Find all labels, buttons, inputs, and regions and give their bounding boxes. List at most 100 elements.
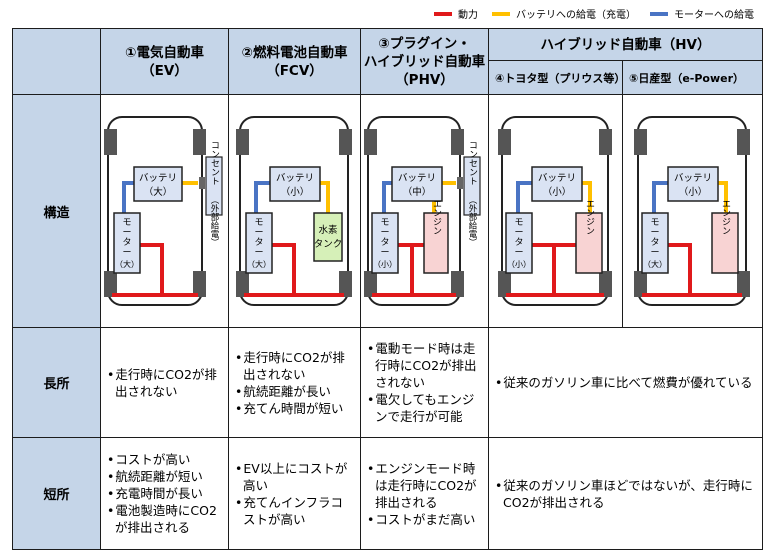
engine-label: エンジン xyxy=(720,199,731,235)
motor-label: タ xyxy=(650,237,659,248)
motor-size: （大） xyxy=(643,259,667,269)
motor-label: ー xyxy=(254,248,263,258)
battery-label: バッテリ xyxy=(275,173,313,184)
cons-fcv: EV以上にコストが高い 充てんインフラコストが高い xyxy=(228,437,361,550)
plug-icon xyxy=(198,177,205,189)
motor-size: （小） xyxy=(373,260,397,269)
power-line xyxy=(243,243,344,297)
cons-ev-item: 充電時間が長い xyxy=(107,485,222,502)
wheel-icon xyxy=(363,271,377,297)
legend-swatch-motor-feed xyxy=(650,11,668,16)
toyota-diagram: バッテリ （小） モ ー タ ー （小） エンジン xyxy=(497,116,612,306)
battery-label: バッテリ xyxy=(537,173,575,184)
cons-fcv-item: 充てんインフラコストが高い xyxy=(235,494,354,528)
engine-box xyxy=(710,212,739,274)
wheel-icon xyxy=(736,271,750,297)
battery-size: （小） xyxy=(678,186,707,198)
motor-feed-line xyxy=(515,181,532,225)
motor-feed-line xyxy=(253,181,272,225)
motor-box xyxy=(112,212,141,274)
charge-line xyxy=(319,181,330,213)
structure-phv: バッテリ （中） モ ー タ ー （小） エンジン コンセント （外部給電） xyxy=(360,94,489,328)
hydrogen-tank-box xyxy=(312,212,343,262)
power-line xyxy=(641,243,742,297)
ev-diagram: バッテリ （大） モ ー タ ー （大） コンセント （外部給電） xyxy=(103,116,223,306)
header-phv-title-1: ③プラグイン・ xyxy=(378,35,471,52)
motor-feed-line xyxy=(651,181,668,225)
tank-label: 水素 xyxy=(318,224,338,236)
pros-fcv-item: 走行時にCO2が排出されない xyxy=(235,349,354,383)
header-fcv-abbr: （FCV） xyxy=(266,62,323,79)
battery-label: バッテリ xyxy=(673,173,711,184)
pros-phv-item: 電欠してもエンジンで走行が可能 xyxy=(367,391,482,425)
motor-size: （大） xyxy=(247,259,271,269)
motor-label: タ xyxy=(254,237,263,248)
row-label-pros: 長所 xyxy=(12,327,101,438)
cons-ev-item: 電池製造時にCO2が排出される xyxy=(107,502,222,536)
motor-label: タ xyxy=(380,237,389,248)
motor-size: （小） xyxy=(507,260,531,269)
wheel-icon xyxy=(192,129,206,155)
battery-size: （中） xyxy=(402,186,431,198)
motor-label: ー xyxy=(122,228,131,238)
wheel-icon xyxy=(363,129,377,155)
outlet-note: （外部給電） xyxy=(209,196,219,247)
battery-label: バッテリ xyxy=(138,173,176,184)
wheel-icon xyxy=(497,129,511,155)
engine-box xyxy=(574,212,603,274)
wheel-icon xyxy=(235,129,249,155)
header-corner xyxy=(12,28,101,95)
wheel-icon xyxy=(338,129,352,155)
motor-size: （大） xyxy=(115,259,139,269)
battery-box xyxy=(390,166,443,202)
legend-item-charge: バッテリへの給電（充電） xyxy=(492,6,636,21)
motor-label: ー xyxy=(122,248,131,258)
outlet-note: （外部給電） xyxy=(467,196,477,247)
structure-toyota: バッテリ （小） モ ー タ ー （小） エンジン xyxy=(488,94,623,328)
motor-box xyxy=(370,212,399,274)
battery-size: （小） xyxy=(542,186,571,198)
battery-box xyxy=(530,166,583,202)
header-hv-nissan: ⑤日産型（e-Power） xyxy=(621,60,764,95)
structure-fcv: バッテリ （小） モ ー タ ー （大） 水素 タンク xyxy=(228,94,361,328)
charge-line xyxy=(431,181,456,213)
motor-box xyxy=(504,212,533,274)
header-phv-title-2: ハイブリッド自動車 xyxy=(363,53,486,70)
comparison-table: ①電気自動車 （EV） ②燃料電池自動車 （FCV） ③プラグイン・ ハイブリッ… xyxy=(12,28,764,550)
header-hv: ハイブリッド自動車（HV） xyxy=(487,28,764,61)
cons-phv-item: エンジンモード時は走行時にCO2が排出される xyxy=(367,460,482,511)
motor-label: ー xyxy=(514,248,523,258)
motor-box xyxy=(640,212,669,274)
power-line xyxy=(505,243,604,297)
cons-hv: 従来のガソリン車ほどではないが、走行時にCO2が排出される xyxy=(487,437,764,550)
cons-ev-item: コストが高い xyxy=(107,451,222,468)
outlet-label: コンセント xyxy=(467,141,478,186)
legend-label-charge: バッテリへの給電（充電） xyxy=(516,10,636,21)
header-fcv-title: ②燃料電池自動車 xyxy=(241,44,348,61)
legend-item-power: 動力 xyxy=(434,6,478,21)
motor-box xyxy=(244,212,273,274)
header-ev-abbr: （EV） xyxy=(141,62,188,79)
nissan-diagram: バッテリ （小） モ ー タ ー （大） エンジン xyxy=(633,116,750,306)
row-label-structure: 構造 xyxy=(12,94,101,328)
battery-label: バッテリ xyxy=(397,173,435,184)
legend-label-power: 動力 xyxy=(458,10,478,21)
pros-fcv: 走行時にCO2が排出されない 航続距離が長い 充てん時間が短い xyxy=(228,327,361,438)
plug-icon xyxy=(456,177,463,189)
pros-ev: 走行時にCO2が排出されない xyxy=(100,327,229,438)
legend-swatch-power xyxy=(434,11,452,16)
legend-item-motor-feed: モーターへの給電 xyxy=(650,6,754,21)
outlet-box xyxy=(462,156,481,216)
wheel-icon xyxy=(103,271,117,297)
wheel-icon xyxy=(497,271,511,297)
wheel-icon xyxy=(633,271,647,297)
header-phv-abbr: （PHV） xyxy=(395,71,454,88)
pros-phv: 電動モード時は走行時にCO2が排出されない 電欠してもエンジンで走行が可能 xyxy=(360,327,489,438)
legend-swatch-charge xyxy=(492,11,510,16)
pros-fcv-item: 充てん時間が短い xyxy=(235,400,354,417)
cons-ev-item: 航続距離が短い xyxy=(107,468,222,485)
fcv-diagram: バッテリ （小） モ ー タ ー （大） 水素 タンク xyxy=(235,116,352,306)
wheel-icon xyxy=(103,129,117,155)
cons-fcv-item: EV以上にコストが高い xyxy=(235,460,354,494)
pros-hv: 従来のガソリン車に比べて燃費が優れている xyxy=(487,327,764,438)
